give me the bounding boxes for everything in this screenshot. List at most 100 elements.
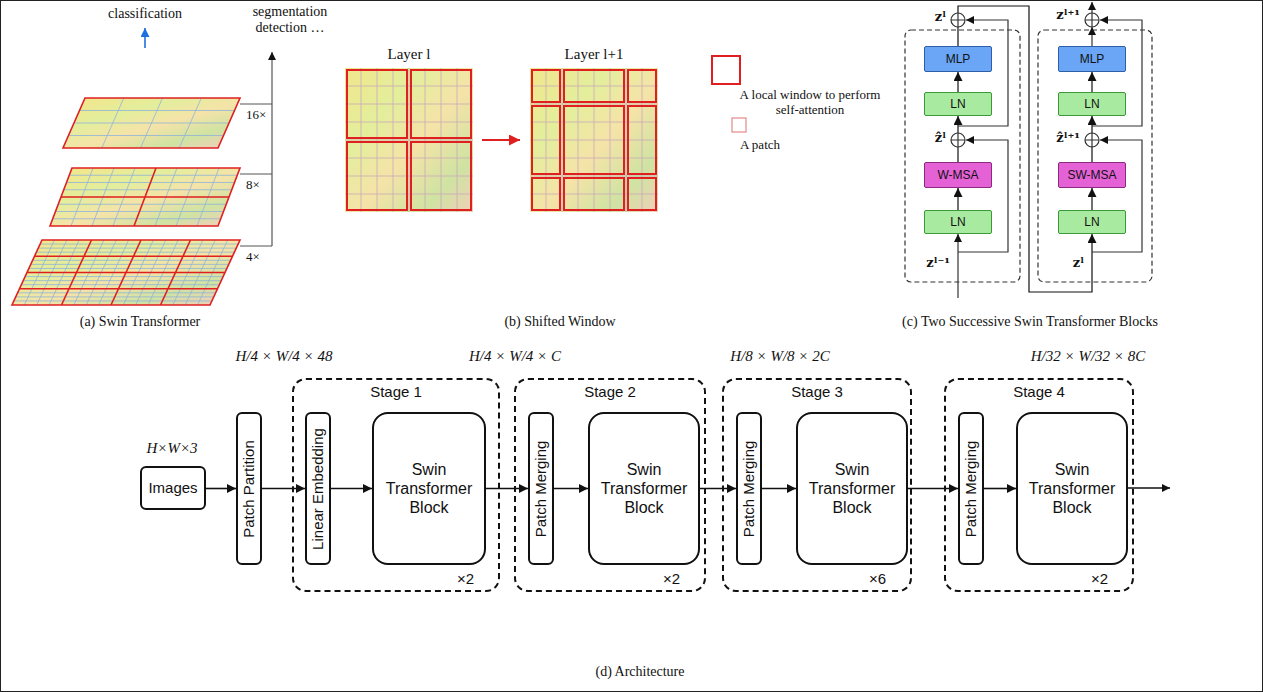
connector-arrow xyxy=(957,188,958,210)
stage-group: Stage 1 ×2 Linear Embedding Swin Transforme… xyxy=(292,378,500,592)
node-label: ×2 xyxy=(663,570,680,588)
feature-image xyxy=(530,68,658,212)
window-set xyxy=(347,70,471,210)
node-label: Swin Transformer Block xyxy=(382,460,476,518)
node-label: Patch Merging xyxy=(962,440,980,537)
local-window xyxy=(532,178,560,210)
output-label: segmentation detection … xyxy=(244,4,336,36)
local-window xyxy=(411,142,471,210)
local-window xyxy=(347,142,407,210)
patch-merging-box: Patch Merging xyxy=(528,412,554,565)
feature-map-16x xyxy=(63,98,240,148)
output-arrow xyxy=(1091,2,1092,13)
skip-connection xyxy=(1092,140,1142,252)
local-window xyxy=(564,178,624,210)
panel-caption: (d) Architecture xyxy=(595,664,684,680)
feature-image xyxy=(63,98,240,148)
node-label: W-MSA xyxy=(937,168,978,182)
plus-sign xyxy=(951,13,1099,147)
patch-merging-box: Patch Merging xyxy=(958,412,984,565)
node-label: Patch Merging xyxy=(532,440,550,537)
math-label: zˡ xyxy=(1073,256,1084,271)
connector-arrow xyxy=(1091,72,1092,92)
node-label: MLP xyxy=(1080,52,1105,66)
add-symbols xyxy=(951,13,1099,147)
math-label: ẑˡ⁺¹ xyxy=(1056,131,1080,146)
classification-arrow xyxy=(144,28,146,48)
local-window xyxy=(347,70,407,138)
patch-sample xyxy=(732,118,746,132)
node-label: LN xyxy=(1084,215,1099,229)
dimension-label: H/8 × W/8 × 2C xyxy=(730,348,829,365)
node-label: ×2 xyxy=(457,570,474,588)
patch-grid xyxy=(12,240,240,305)
scale-lead-line xyxy=(240,104,272,246)
node-label: ×6 xyxy=(869,570,886,588)
node-label: Patch Merging xyxy=(740,440,758,537)
window-sample xyxy=(712,56,740,84)
node-label: ×2 xyxy=(1091,570,1108,588)
layer-label: Layer l+1 xyxy=(565,46,624,63)
input-box: Images xyxy=(140,466,206,510)
local-window xyxy=(628,106,656,174)
math-label: zˡ xyxy=(935,10,946,25)
shift-arrow xyxy=(482,139,520,141)
node-label: Stage 4 xyxy=(1013,383,1065,401)
block-outline xyxy=(905,30,1020,282)
local-window xyxy=(564,106,624,174)
connector-arrow xyxy=(908,488,958,490)
feature-image xyxy=(345,68,473,212)
output-label: classification xyxy=(108,6,182,22)
scale-label: 4× xyxy=(246,250,260,265)
window-grid xyxy=(50,168,240,226)
connector-arrow xyxy=(206,488,236,490)
node-label: LN xyxy=(1084,97,1099,111)
layer-norm-box: LN xyxy=(924,210,992,234)
patch-merging-box: Patch Merging xyxy=(736,412,762,565)
scale-label: 16× xyxy=(246,108,266,123)
dimension-label: H/32 × W/32 × 8C xyxy=(1031,348,1145,365)
connector-arrow xyxy=(957,72,958,92)
connector-arrow xyxy=(331,488,372,490)
feature-map-8x xyxy=(50,168,240,226)
node-label: Swin Transformer Block xyxy=(806,460,898,518)
node-label: Stage 1 xyxy=(370,383,422,401)
stage-group: Stage 3 ×6 Patch Merging Swin Transformer B… xyxy=(722,378,912,592)
layer-norm-box: LN xyxy=(924,92,992,116)
skip-connection xyxy=(958,140,1008,252)
node-label: SW-MSA xyxy=(1067,168,1116,182)
math-label: zˡ⁻¹ xyxy=(926,256,950,271)
panel-caption: (b) Shifted Window xyxy=(504,314,615,330)
transformer-block-box: Swin Transformer Block xyxy=(372,412,486,565)
panel-caption: (a) Swin Transformer xyxy=(80,314,201,330)
connector-arrow xyxy=(262,488,305,490)
scale-label: 8× xyxy=(246,178,260,193)
legend-text: A patch xyxy=(740,138,780,153)
stage-group: Stage 2×2Patch MergingSwin Transformer B… xyxy=(514,378,706,592)
mlp-box: MLP xyxy=(924,46,992,72)
dimension-label: H/4 × W/4 × 48 xyxy=(236,348,333,365)
layer-label: Layer l xyxy=(388,46,431,63)
patch-grid xyxy=(63,98,240,148)
node-label: Swin Transformer Block xyxy=(1026,460,1118,518)
local-window xyxy=(628,70,656,102)
mlp-box: MLP xyxy=(1058,46,1126,72)
connector-arrow xyxy=(554,488,588,490)
window-attention-box: W-MSA xyxy=(924,162,992,188)
dense-task-arrow xyxy=(271,52,272,246)
feature-image xyxy=(50,168,240,226)
transformer-block-box: Swin Transformer Block xyxy=(1016,412,1128,565)
local-window xyxy=(564,70,624,102)
linear-embedding-box: Linear Embedding xyxy=(305,412,331,565)
local-window xyxy=(532,106,560,174)
node-label: Patch Partition xyxy=(240,440,258,538)
feature-map-4x xyxy=(12,240,240,305)
layer-l-image xyxy=(345,68,473,212)
local-window xyxy=(411,70,471,138)
local-window xyxy=(532,70,560,102)
node-label: Stage 3 xyxy=(791,383,843,401)
block-outline xyxy=(1038,30,1152,282)
layer-l1-image xyxy=(530,68,658,212)
